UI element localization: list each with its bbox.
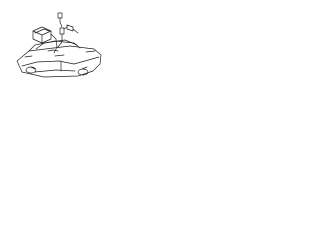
module-box bbox=[32, 26, 52, 44]
diagram-svg bbox=[16, 12, 102, 78]
sensor-small bbox=[57, 26, 68, 48]
vehicle bbox=[16, 39, 102, 78]
connector-right bbox=[66, 24, 79, 34]
sensor-top bbox=[57, 12, 63, 23]
wire-leads bbox=[50, 21, 63, 54]
parts-diagram bbox=[0, 0, 109, 80]
